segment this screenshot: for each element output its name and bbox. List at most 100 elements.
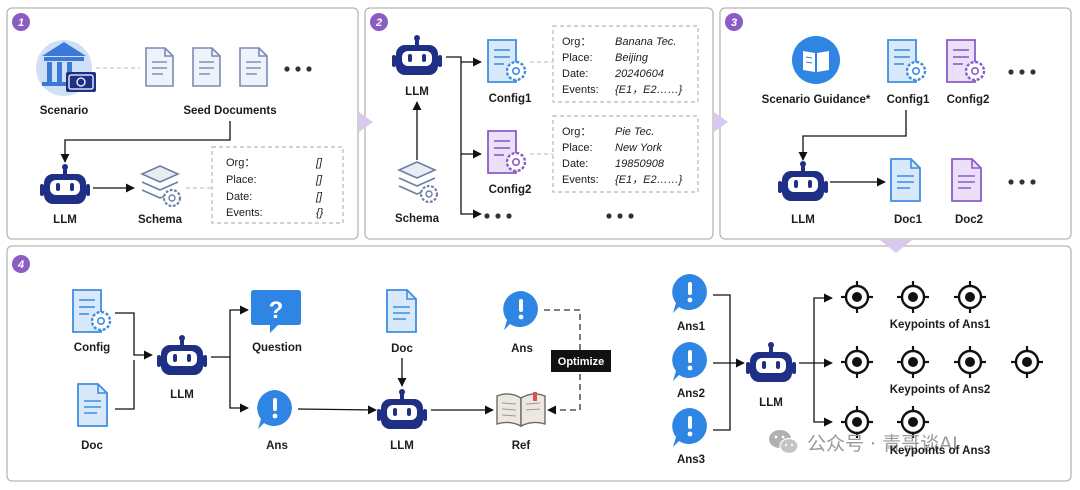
scenario-label: Scenario (40, 105, 89, 117)
ellipsis-icon (284, 66, 312, 72)
arrow (799, 293, 833, 364)
gear-document-icon (886, 38, 927, 84)
wechat-icon (769, 430, 799, 455)
arrow (446, 56, 482, 219)
arrow (297, 405, 377, 415)
doc-label: Doc (81, 440, 103, 452)
schema-label: Schema (138, 214, 183, 226)
svg-text:[]: [] (315, 157, 323, 169)
target-icon (1009, 344, 1045, 380)
optimize-tag (551, 350, 611, 372)
target-icon (895, 279, 931, 315)
target-icon (839, 279, 875, 315)
step-badge-1: 1 (12, 13, 30, 31)
svg-text:Org：: Org： (562, 36, 591, 48)
ans3-label: Ans3 (677, 454, 705, 466)
seed-documents-label: Seed Documents (183, 105, 276, 117)
document-icon (192, 47, 221, 87)
svg-text:?: ? (269, 297, 284, 324)
config2-label: Config2 (489, 184, 532, 196)
chevron-right-icon (714, 112, 728, 132)
exclamation-bubble-icon (503, 291, 538, 330)
robot-icon (392, 35, 442, 75)
config1-fields: Org： Banana Tec. Place: Beijing Date: 20… (562, 36, 683, 96)
svg-text:19850908: 19850908 (615, 158, 665, 170)
config-label: Config (74, 342, 110, 354)
keypoints-ans1-label: Keypoints of Ans1 (890, 319, 991, 331)
book-icon (792, 36, 840, 84)
step-badge-2: 2 (370, 13, 388, 31)
arrow (115, 312, 153, 360)
svg-text:{E1，E2……}: {E1，E2……} (615, 84, 683, 96)
llm-label: LLM (791, 214, 815, 226)
svg-text:20240604: 20240604 (614, 68, 664, 80)
svg-text:Events:: Events: (226, 207, 263, 219)
config1-label: Config1 (887, 94, 930, 106)
schema-fields: Org： [] Place: [] Date: [] Events: {} (226, 157, 324, 219)
svg-text:Date:: Date: (562, 68, 588, 80)
scenario-guidance-label: Scenario Guidance* (762, 94, 871, 106)
llm-label: LLM (53, 214, 77, 226)
svg-text:{}: {} (316, 207, 324, 219)
svg-text:Events:: Events: (562, 174, 599, 186)
ellipsis-icon (606, 213, 634, 219)
svg-text:Beijing: Beijing (615, 52, 649, 64)
robot-icon (778, 161, 828, 201)
svg-text:[]: [] (315, 174, 323, 186)
svg-text:Place:: Place: (562, 52, 593, 64)
question-label: Question (252, 342, 302, 354)
config1-label: Config1 (489, 93, 532, 105)
doc-label: Doc (391, 343, 413, 355)
ellipsis-icon (1008, 179, 1036, 185)
svg-text:1: 1 (18, 17, 24, 29)
robot-icon (157, 335, 207, 375)
bank-icon (36, 40, 96, 96)
document-icon (239, 47, 268, 87)
svg-text:3: 3 (731, 17, 737, 29)
llm-label: LLM (170, 389, 194, 401)
robot-icon (377, 389, 427, 429)
gear-document-icon (71, 288, 112, 334)
panel-1-frame (6, 7, 359, 240)
svg-text:Events:: Events: (562, 84, 599, 96)
arrow (229, 357, 249, 413)
layers-gear-icon (397, 160, 439, 204)
optimize-label: Optimize (558, 356, 604, 368)
gear-document-icon (486, 38, 527, 84)
doc2-label: Doc2 (955, 214, 983, 226)
question-bubble-icon: ? (251, 290, 301, 333)
ans-label: Ans (511, 343, 533, 355)
target-icon (952, 279, 988, 315)
target-icon (895, 344, 931, 380)
config2-box (552, 115, 699, 193)
arrow (813, 363, 833, 427)
ellipsis-icon (1008, 69, 1036, 75)
ans1-label: Ans1 (677, 321, 706, 333)
keypoints-ans2-label: Keypoints of Ans2 (890, 384, 991, 396)
llm-label: LLM (405, 86, 429, 98)
svg-text:New York: New York (615, 142, 662, 154)
gear-document-icon (486, 129, 527, 175)
document-icon (890, 158, 921, 202)
exclamation-bubble-icon (257, 390, 292, 429)
watermark-text: 公众号 · 青哥谈AI (807, 433, 958, 455)
doc1-label: Doc1 (894, 214, 923, 226)
target-icon (839, 344, 875, 380)
ans-label: Ans (266, 440, 288, 452)
chevron-right-icon (359, 112, 373, 132)
config2-label: Config2 (947, 94, 990, 106)
robot-icon (40, 164, 90, 204)
svg-text:Date:: Date: (562, 158, 588, 170)
svg-text:{E1，E2……}: {E1，E2……} (615, 174, 683, 186)
arrow (60, 121, 231, 163)
layers-gear-icon (140, 164, 182, 208)
exclamation-bubble-icon (672, 342, 707, 381)
target-icon (952, 344, 988, 380)
svg-text:Org：: Org： (562, 126, 591, 138)
keypoints-ans3-label: Keypoints of Ans3 (890, 445, 991, 457)
svg-text:Banana Tec.: Banana Tec. (615, 36, 676, 48)
svg-text:4: 4 (17, 259, 24, 271)
svg-text:2: 2 (375, 17, 382, 29)
config1-box (552, 25, 699, 103)
